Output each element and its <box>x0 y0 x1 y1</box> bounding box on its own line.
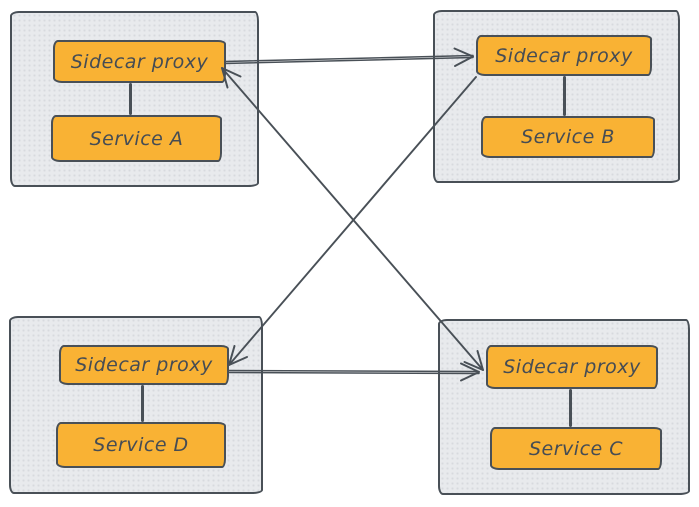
service-a-label: Service A <box>89 127 184 150</box>
sidecar-proxy-c-label: Sidecar proxy <box>503 356 641 378</box>
pod-c-proxy-service-link <box>569 389 572 427</box>
pod-container-b: Sidecar proxy Service B <box>433 10 680 183</box>
service-c: Service C <box>490 427 662 470</box>
pod-container-c: Sidecar proxy Service C <box>438 319 690 495</box>
pod-d-proxy-service-link <box>141 385 144 422</box>
sidecar-proxy-a: Sidecar proxy <box>53 40 226 83</box>
pod-b-proxy-service-link <box>563 76 566 116</box>
sidecar-proxy-d: Sidecar proxy <box>59 345 229 385</box>
sidecar-proxy-c: Sidecar proxy <box>486 345 658 389</box>
pod-a-proxy-service-link <box>129 83 132 115</box>
service-b-label: Service B <box>521 126 615 148</box>
service-b: Service B <box>481 116 655 158</box>
sidecar-proxy-a-label: Sidecar proxy <box>70 50 209 73</box>
service-d-label: Service D <box>93 434 189 456</box>
service-c-label: Service C <box>528 437 624 460</box>
sidecar-proxy-d-label: Sidecar proxy <box>75 354 213 376</box>
pod-container-d: Sidecar proxy Service D <box>9 316 263 494</box>
service-a: Service A <box>51 115 222 162</box>
sidecar-proxy-b-label: Sidecar proxy <box>495 44 633 67</box>
sidecar-proxy-b: Sidecar proxy <box>476 35 652 76</box>
pod-container-a: Sidecar proxy Service A <box>10 11 259 187</box>
service-d: Service D <box>56 422 226 468</box>
